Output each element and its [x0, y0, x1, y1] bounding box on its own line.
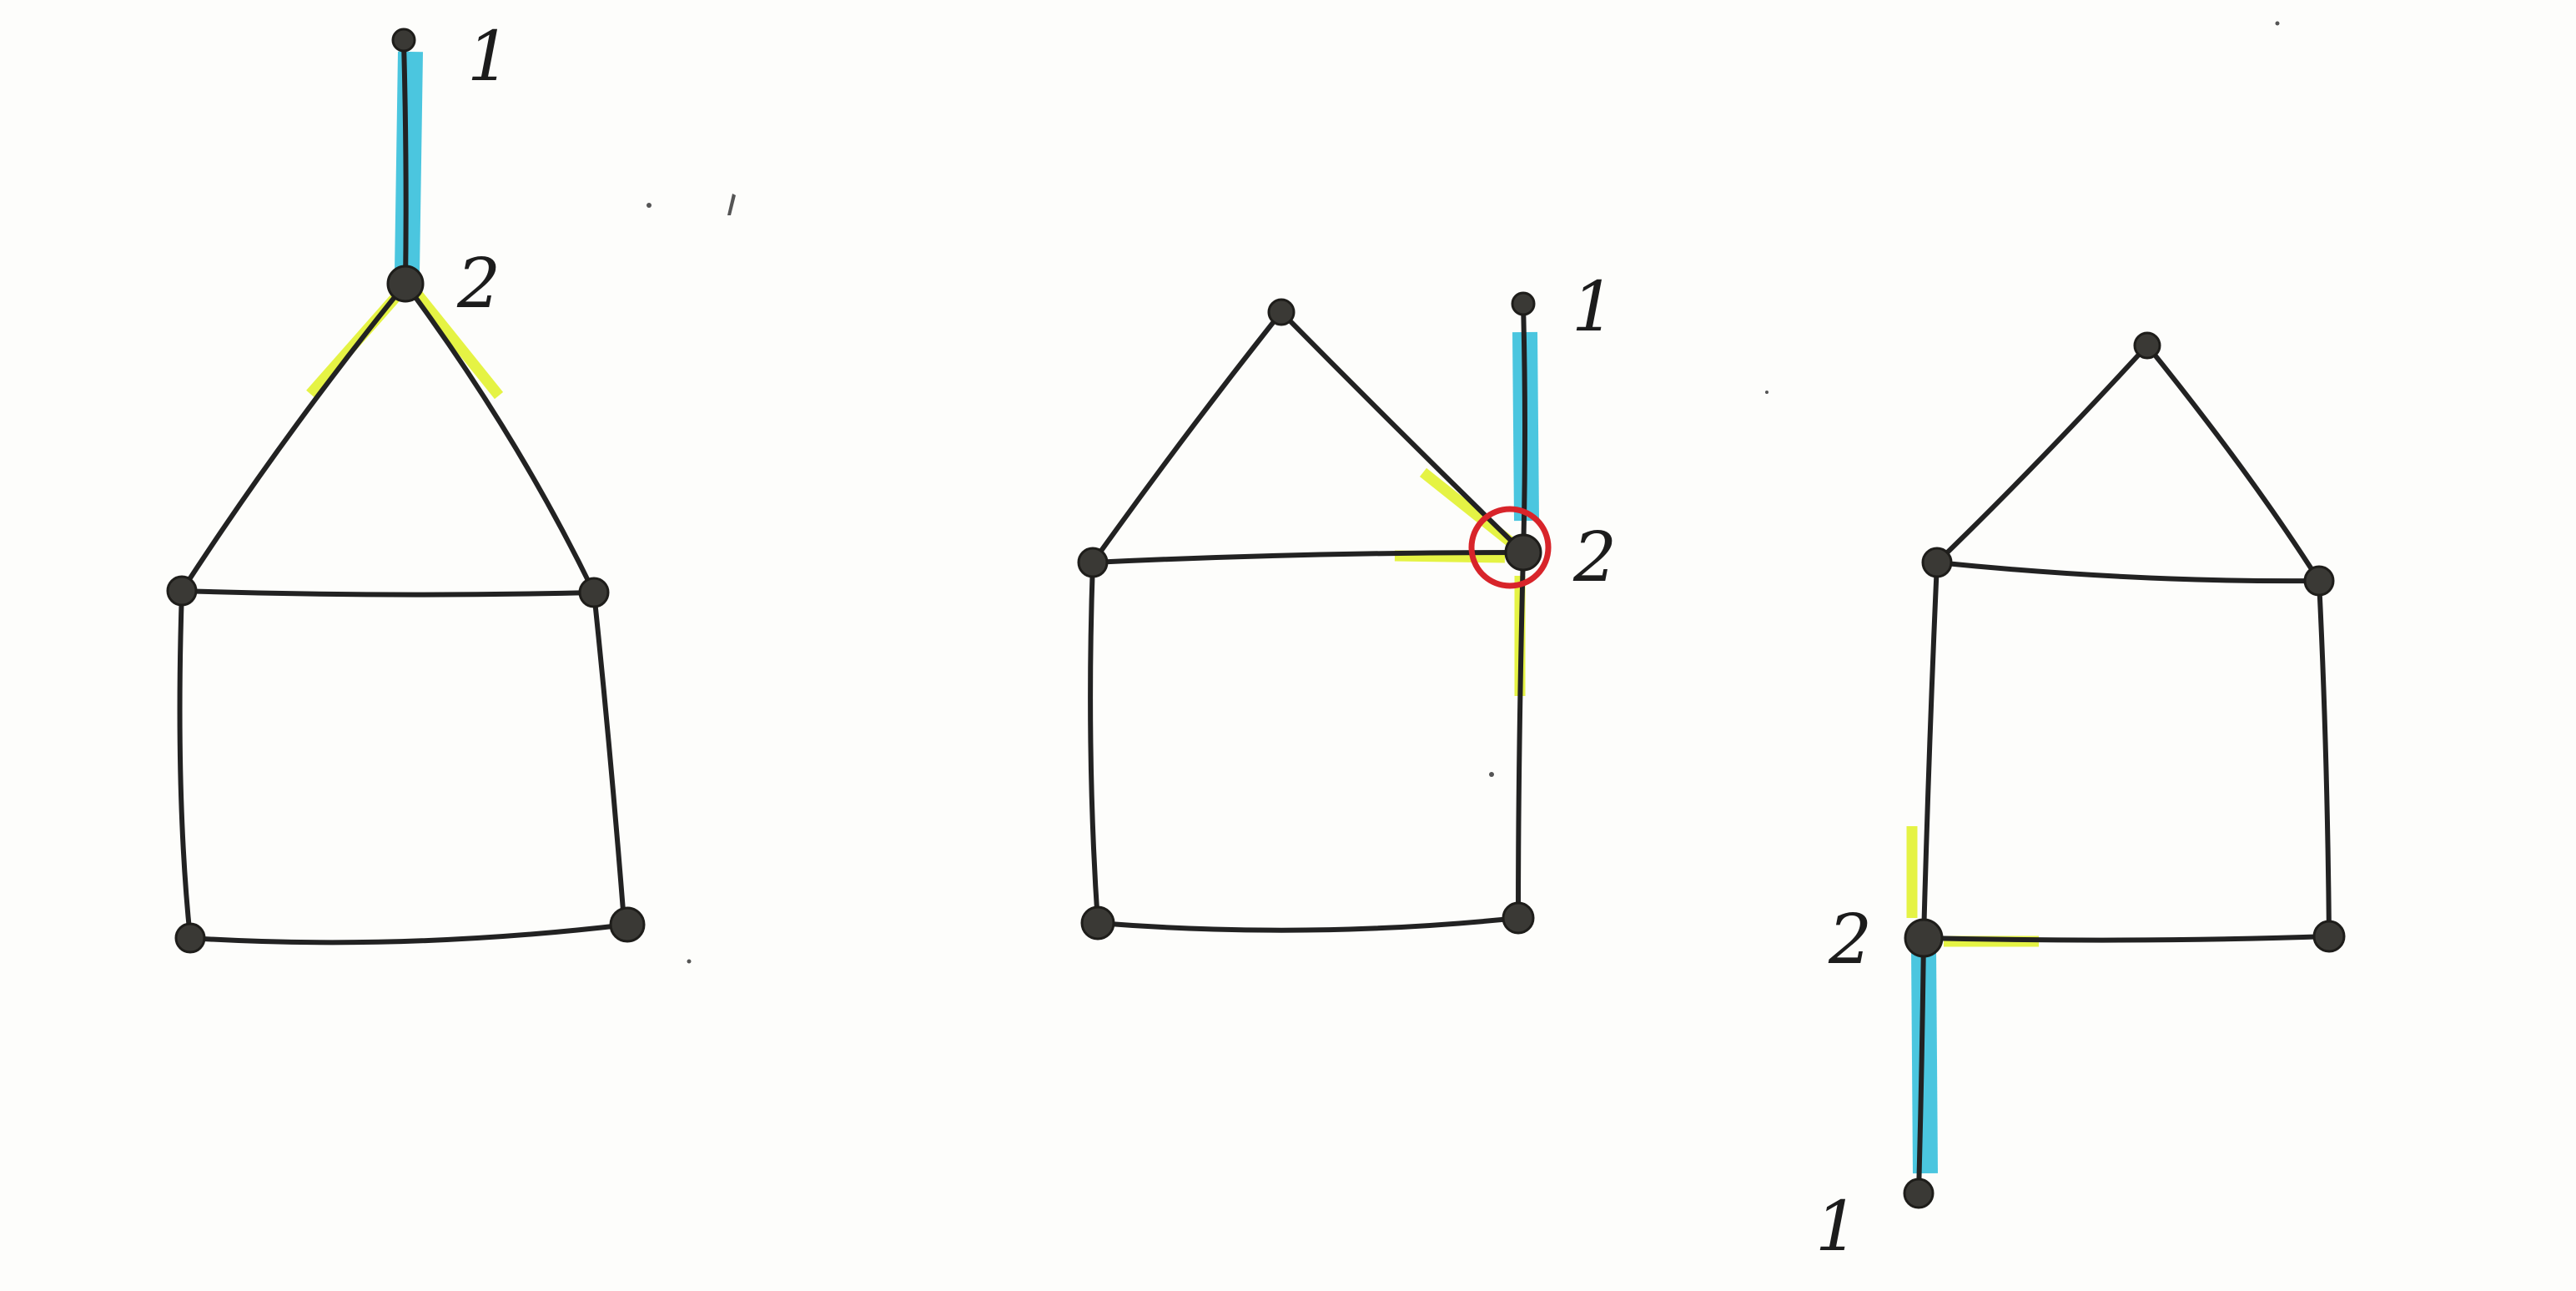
vertex [2303, 565, 2335, 597]
house-top-edge [179, 588, 596, 598]
vertex [1502, 901, 1535, 935]
vertex [1511, 291, 1536, 316]
vertex [2312, 920, 2346, 953]
vertex [386, 265, 425, 303]
house-left-edge [177, 588, 193, 941]
house-right-edge [1516, 550, 1526, 920]
roof-edge-right [403, 281, 596, 595]
house-top-edge [1935, 560, 2322, 584]
house-right-edge [591, 590, 626, 924]
roof-edge-left [1935, 343, 2150, 565]
vertex-label: 1 [1815, 1188, 1859, 1267]
incident-edge-highlight [412, 290, 504, 400]
vertex-label: 1 [467, 18, 511, 97]
vertex [1904, 918, 1944, 958]
vertex [1077, 547, 1109, 578]
figure-3: 2 1 [1815, 331, 2346, 1267]
pendant-edge [1916, 935, 1926, 1196]
vertex [1267, 298, 1296, 326]
roof-edge-right [2145, 343, 2322, 583]
vertex [2133, 331, 2161, 360]
vertex [578, 577, 610, 608]
vertex-label: 1 [1572, 268, 1615, 347]
roof-edge-right [1279, 310, 1526, 555]
vertex [1903, 1178, 1935, 1209]
house-bottom-edge [188, 922, 630, 946]
vertex-label: 2 [1828, 900, 1872, 980]
highlight-ring [1468, 506, 1552, 589]
vertex [166, 575, 198, 607]
house-bottom-edge [1095, 915, 1521, 933]
vertex [174, 922, 206, 954]
figure-1: 1 2 [166, 18, 646, 954]
house-bottom-edge [1921, 934, 2332, 943]
house-right-edge [2317, 578, 2332, 939]
paper-specks [647, 21, 2280, 964]
incident-edge-highlight [1419, 467, 1517, 549]
vertex [1080, 905, 1115, 941]
pendant-edge [401, 39, 409, 286]
house-left-edge [1088, 560, 1100, 925]
pendant-edge [1521, 301, 1527, 555]
vertex-label: 2 [1572, 518, 1617, 598]
vertex [391, 28, 416, 53]
vertex-label: 2 [456, 245, 501, 324]
incident-edge-highlight [1394, 550, 1506, 563]
vertex [609, 906, 646, 943]
vertex [1921, 547, 1953, 578]
figure-2: 1 2 [1077, 268, 1617, 941]
vertex [1504, 533, 1542, 572]
house-top-edge [1090, 550, 1526, 565]
roof-edge-left [179, 281, 408, 593]
house-left-edge [1921, 560, 1940, 941]
roof-edge-left [1090, 310, 1284, 565]
